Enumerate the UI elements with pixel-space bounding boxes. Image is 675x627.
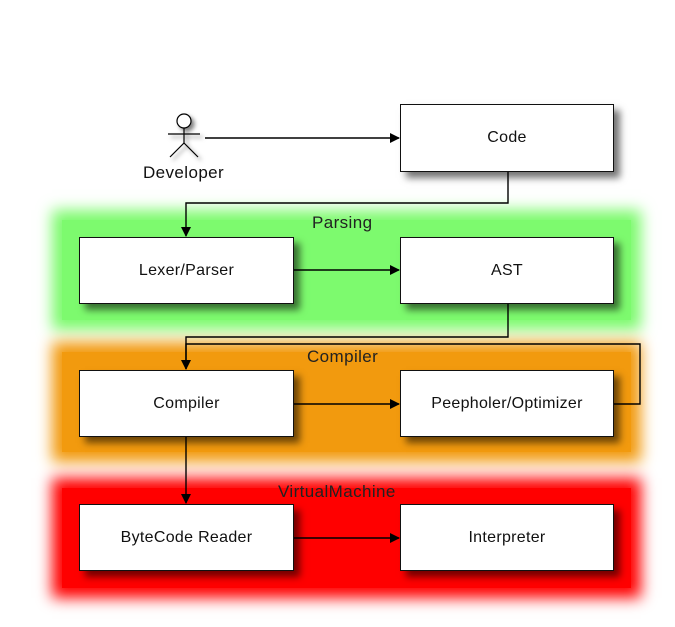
edge-peepholer-compiler bbox=[185, 343, 641, 405]
compiler-node[interactable]: Compiler bbox=[79, 370, 294, 437]
virtualmachine-group-label: VirtualMachine bbox=[278, 482, 396, 501]
compiler-group-label: Compiler bbox=[307, 347, 379, 366]
code-node[interactable]: Code bbox=[400, 104, 614, 172]
lexer-parser-node[interactable]: Lexer/Parser bbox=[79, 237, 294, 304]
edge-code-lexer bbox=[181, 172, 509, 237]
bytecode-reader-node[interactable]: ByteCode Reader bbox=[79, 504, 294, 571]
peepholer-optimizer-node[interactable]: Peepholer/Optimizer bbox=[400, 370, 614, 437]
ast-node[interactable]: AST bbox=[400, 237, 614, 304]
parsing-group-label: Parsing bbox=[312, 213, 373, 232]
stick-figure-icon bbox=[168, 113, 200, 158]
interpreter-node[interactable]: Interpreter bbox=[400, 504, 614, 571]
developer-label: Developer bbox=[143, 163, 225, 182]
